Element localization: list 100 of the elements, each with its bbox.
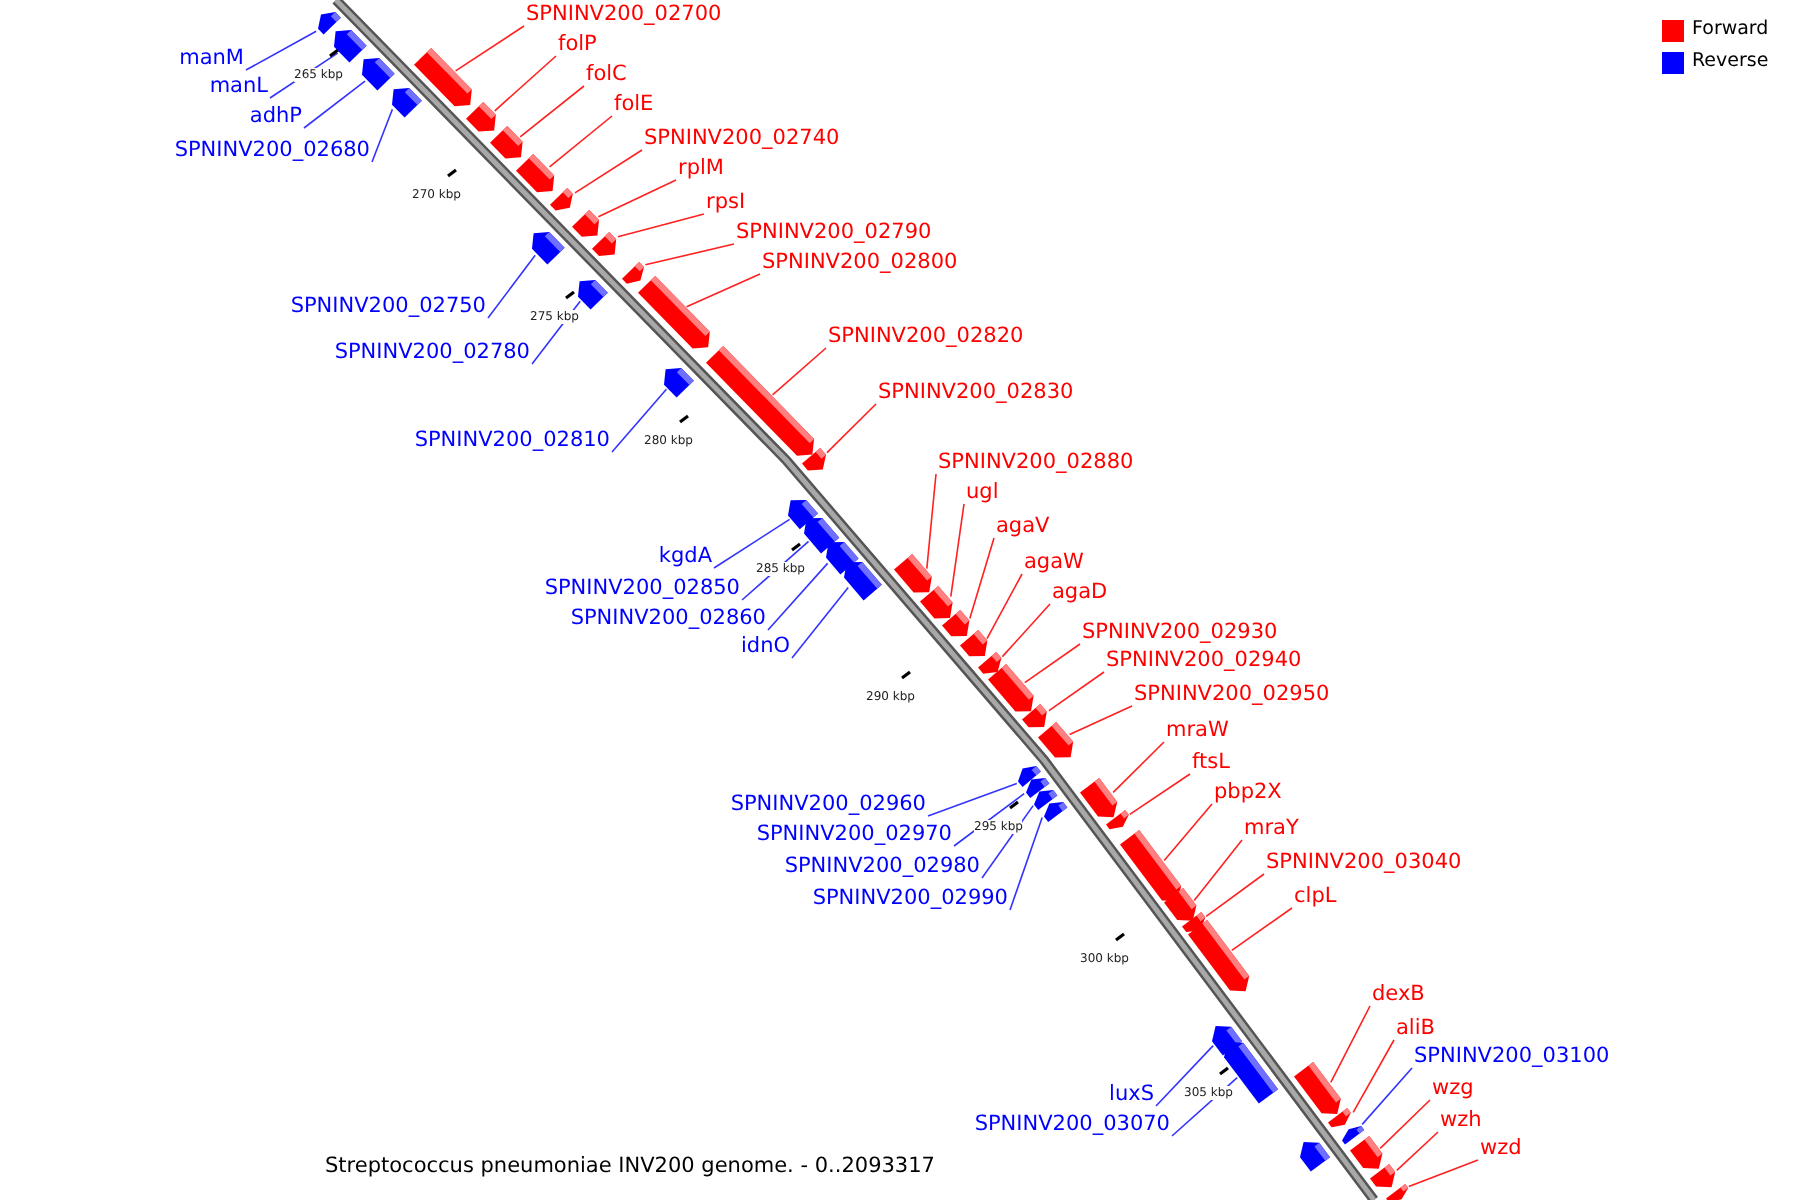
gene-label: SPNINV200_02800 (762, 250, 958, 276)
leader-line (303, 80, 366, 129)
gene-label: agaW (1024, 550, 1084, 576)
leader-line (1155, 1044, 1214, 1107)
leader-line (1129, 773, 1191, 816)
leader-line (791, 586, 849, 659)
caption: Streptococcus pneumoniae INV200 genome. - 0..2093317 (323, 1154, 937, 1180)
gene-block (466, 102, 497, 132)
leader-line (1231, 907, 1293, 952)
gene-block (550, 188, 574, 211)
leader-line (986, 573, 1023, 640)
gene-block (637, 276, 709, 350)
gene-label: SPNINV200_02950 (1134, 682, 1330, 708)
gene-label: mraW (1166, 718, 1229, 744)
leader-line (771, 347, 827, 396)
leader-line (519, 85, 585, 138)
leader-line (1396, 1131, 1439, 1172)
gene-label: manM (179, 46, 244, 72)
gene-block (1349, 1136, 1383, 1170)
gene-label: SPNINV200_02830 (878, 380, 1074, 406)
gene-label: kgdA (658, 544, 712, 570)
gene-block (1038, 722, 1074, 758)
leader-line (597, 179, 677, 218)
gene-label: rpsI (706, 190, 746, 216)
gene-label: mraY (1244, 816, 1299, 842)
leader-line (617, 213, 705, 238)
leader-line (454, 25, 525, 72)
gene-block (578, 280, 609, 310)
gene-label: wzd (1480, 1136, 1522, 1162)
gene-block (592, 231, 617, 255)
leader-line (1001, 603, 1051, 658)
leader-line (981, 804, 1034, 879)
leader-line (644, 243, 735, 266)
leader-line (826, 403, 877, 454)
gene-label: adhP (249, 104, 302, 130)
gene-block (1022, 704, 1048, 728)
gene-label: ftsL (1192, 750, 1230, 776)
gene-label: SPNINV200_03070 (974, 1112, 1170, 1138)
leader-line (713, 518, 791, 569)
gene-block (1043, 802, 1068, 822)
gene-block (664, 368, 695, 398)
gene-label: SPNINV200_02970 (756, 822, 952, 848)
gene-label: rplM (678, 156, 724, 182)
leader-line (950, 503, 965, 598)
gene-label: SPNINV200_02960 (730, 792, 926, 818)
gene-block (413, 47, 471, 107)
gene-block (362, 58, 395, 92)
gene-block (1080, 777, 1118, 817)
legend-label: Reverse (1692, 50, 1771, 74)
gene-label: aliB (1396, 1016, 1435, 1042)
gene-label: SPNINV200_02680 (174, 138, 370, 164)
gene-block (334, 30, 368, 64)
gene-label: folE (614, 92, 654, 118)
gene-block (959, 630, 987, 657)
gene-block (621, 261, 644, 283)
gene-label: SPNINV200_02860 (570, 606, 766, 632)
leader-line (767, 562, 829, 631)
leader-line (1112, 741, 1165, 794)
leader-line (1163, 803, 1213, 862)
leader-line (1361, 1067, 1413, 1126)
gene-label: SPNINV200_02700 (526, 2, 722, 28)
gene-label: SPNINV200_02880 (938, 450, 1134, 476)
gene-block (1293, 1061, 1340, 1114)
legend-label: Forward (1692, 18, 1771, 42)
gene-label: ugl (966, 480, 999, 506)
gene-block (843, 562, 881, 602)
gene-label: dexB (1372, 982, 1425, 1008)
gene-label: wzh (1440, 1108, 1482, 1134)
gene-label: SPNINV200_02940 (1106, 648, 1302, 674)
leader-line (1205, 873, 1265, 918)
gene-label: agaD (1052, 580, 1108, 606)
gene-label: agaV (996, 514, 1050, 540)
gene-label: SPNINV200_02780 (334, 340, 530, 366)
gene-label: SPNINV200_02790 (736, 220, 932, 246)
leader-line (1408, 1159, 1479, 1188)
leader-line (245, 30, 317, 71)
gene-block (532, 232, 565, 266)
leader-line (1068, 705, 1133, 736)
gene-label: luxS (1109, 1082, 1154, 1108)
gene-label: SPNINV200_02850 (544, 576, 740, 602)
gene-block (1105, 810, 1129, 830)
leader-line (685, 273, 761, 308)
gene-block (391, 88, 421, 118)
gene-block (801, 447, 826, 470)
gene-label: SPNINV200_02990 (812, 886, 1008, 912)
gene-block (988, 664, 1034, 712)
gene-block (1299, 1142, 1330, 1172)
gene-label: SPNINV200_02750 (290, 294, 486, 320)
leader-line (371, 108, 394, 163)
leader-line (926, 473, 937, 570)
leader-line (1024, 643, 1081, 684)
gene-block (516, 153, 556, 193)
leader-line (1352, 1039, 1395, 1114)
gene-label: SPNINV200_02740 (644, 126, 840, 152)
leader-line (611, 388, 668, 453)
gene-block (894, 554, 932, 594)
leader-line (487, 254, 536, 319)
gene-block (1187, 919, 1249, 991)
gene-label: SPNINV200_03040 (1266, 850, 1462, 876)
gene-label: SPNINV200_03100 (1414, 1044, 1610, 1070)
